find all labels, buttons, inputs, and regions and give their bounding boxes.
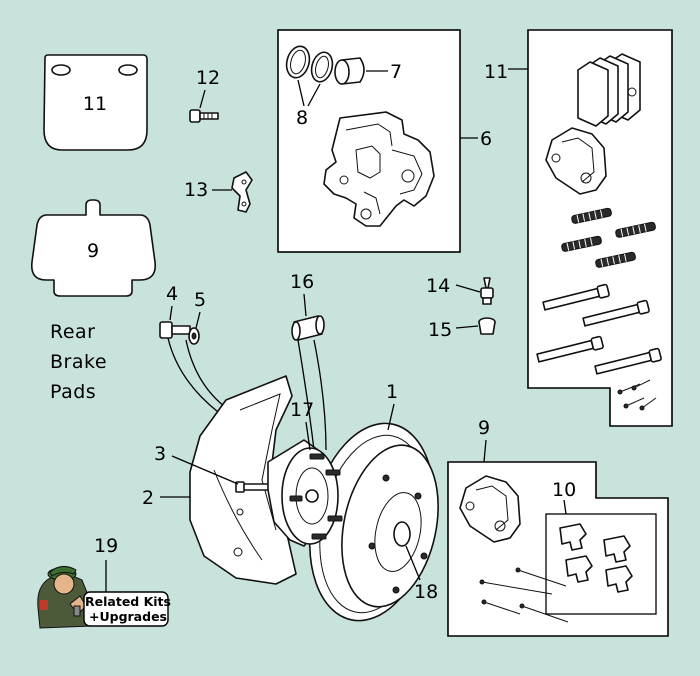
callout-3: 3: [154, 443, 166, 465]
bracket-13: 13: [184, 171, 253, 213]
callout-2: 2: [142, 487, 154, 509]
caption-line-2: Brake: [50, 351, 107, 373]
callout-12: 12: [196, 67, 220, 89]
guide-pins: [536, 283, 662, 375]
callout-19: 19: [94, 535, 118, 557]
callout-10: 10: [552, 479, 576, 501]
caption-line-3: Pads: [50, 381, 96, 403]
callout-7: 7: [390, 61, 402, 83]
stud-3: 3: [154, 443, 273, 493]
callout-13: 13: [184, 179, 208, 201]
dust-cap-15: 15: [428, 317, 496, 341]
dust-shield-2: 2: [142, 375, 297, 585]
brake-disc-1: 1 18: [308, 381, 439, 622]
long-retaining-pins: [479, 567, 569, 623]
pad-outline-11: 11: [43, 54, 148, 151]
callout-9-left: 9: [87, 240, 99, 262]
callout-15: 15: [428, 319, 452, 341]
callout-11-right: 11: [484, 61, 508, 83]
pad-outline-9: 9: [30, 199, 157, 297]
callout-5: 5: [194, 289, 206, 311]
pad-retaining-pins: [617, 379, 657, 411]
anti-rattle-springs: [561, 207, 656, 268]
callout-1: 1: [386, 381, 398, 403]
washer-5: 5: [188, 289, 206, 345]
pad-kit-panel-11: 11: [484, 29, 673, 427]
hub-17: 17: [267, 399, 343, 547]
related-kits-label-2: +Upgrades: [89, 609, 167, 624]
callout-18: 18: [414, 581, 438, 603]
caption-line-1: Rear: [50, 321, 96, 343]
callout-8: 8: [296, 107, 308, 129]
callout-6: 6: [480, 128, 492, 150]
bolt-12: 12: [189, 67, 220, 123]
related-kits-group-19: 19 Related Kits +Upgrades: [37, 535, 171, 629]
rear-brake-pads-caption: Rear Brake Pads: [50, 321, 107, 403]
bolt-4: 4: [159, 283, 191, 339]
mechanic-mascot-icon: [37, 566, 93, 629]
pad-clips: [559, 523, 633, 593]
callout-9-right: 9: [478, 417, 490, 439]
bleed-screw-14: 14: [426, 275, 494, 305]
callout-4: 4: [166, 283, 178, 305]
callout-11-left: 11: [83, 93, 107, 115]
caliper-assembly-box-6: 7 8 6: [277, 29, 492, 253]
related-kits-label-1: Related Kits: [85, 594, 171, 609]
callout-17: 17: [290, 399, 314, 421]
callout-14: 14: [426, 275, 450, 297]
pad-kit-panel-9: 9 10: [447, 417, 669, 637]
callout-16: 16: [290, 271, 314, 293]
related-kits-button[interactable]: Related Kits +Upgrades: [83, 591, 171, 627]
spacer-16: 16: [290, 271, 325, 341]
